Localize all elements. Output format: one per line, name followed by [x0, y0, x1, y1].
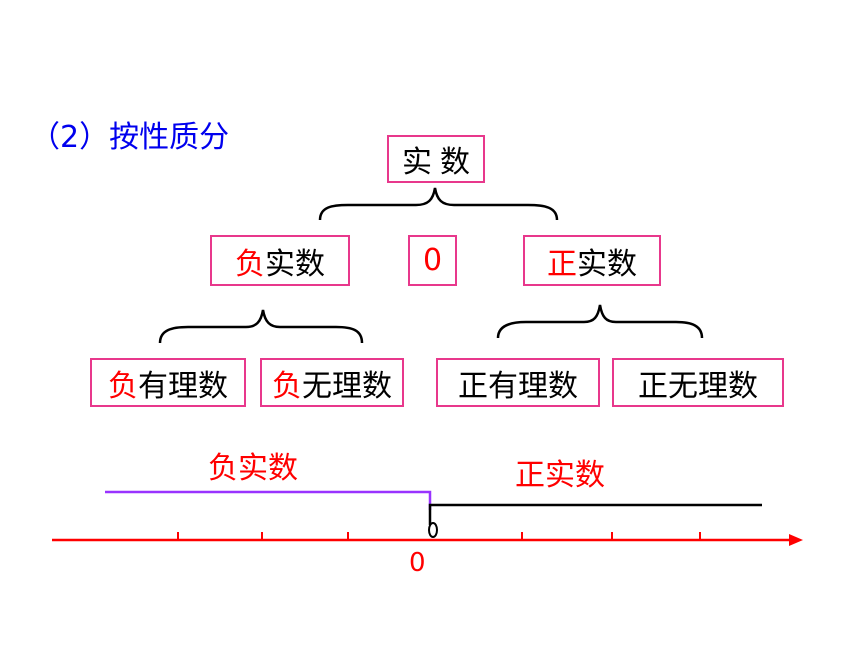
negative-reals-box: 负实数	[210, 235, 350, 286]
top-brace	[318, 187, 559, 221]
negative-prefix: 负	[235, 246, 265, 282]
negative-irrational-suffix: 无理数	[302, 368, 392, 404]
negative-rational-prefix: 负	[108, 368, 138, 404]
negative-reals-suffix: 实数	[265, 246, 325, 282]
negative-reals-line-label: 负实数	[208, 451, 298, 486]
negative-rational-suffix: 有理数	[138, 368, 228, 404]
positive-rationals-box: 正有理数	[436, 358, 600, 407]
positive-reals-suffix: 实数	[577, 246, 637, 282]
origin-label: 0	[409, 548, 426, 578]
section-heading: （2）按性质分	[30, 120, 230, 155]
right-brace	[496, 304, 704, 339]
real-numbers-label: 实数	[402, 145, 478, 180]
real-numbers-box: 实数	[387, 135, 485, 183]
positive-reals-line-label: 正实数	[515, 458, 605, 493]
positive-irrationals-box: 正无理数	[612, 358, 784, 407]
zero-box: 0	[408, 235, 457, 286]
positive-rationals-label: 正有理数	[458, 368, 578, 404]
zero-label: 0	[422, 243, 443, 278]
positive-segment	[428, 503, 762, 525]
axis-arrowhead	[789, 534, 803, 546]
negative-irrational-prefix: 负	[272, 368, 302, 404]
origin-open-circle	[428, 522, 438, 538]
positive-irrationals-label: 正无理数	[638, 368, 758, 404]
positive-reals-box: 正实数	[523, 235, 661, 286]
negative-rationals-box: 负有理数	[90, 358, 246, 407]
left-brace	[158, 309, 364, 344]
negative-segment	[105, 490, 432, 510]
negative-irrationals-box: 负无理数	[260, 358, 404, 407]
positive-prefix: 正	[547, 246, 577, 282]
